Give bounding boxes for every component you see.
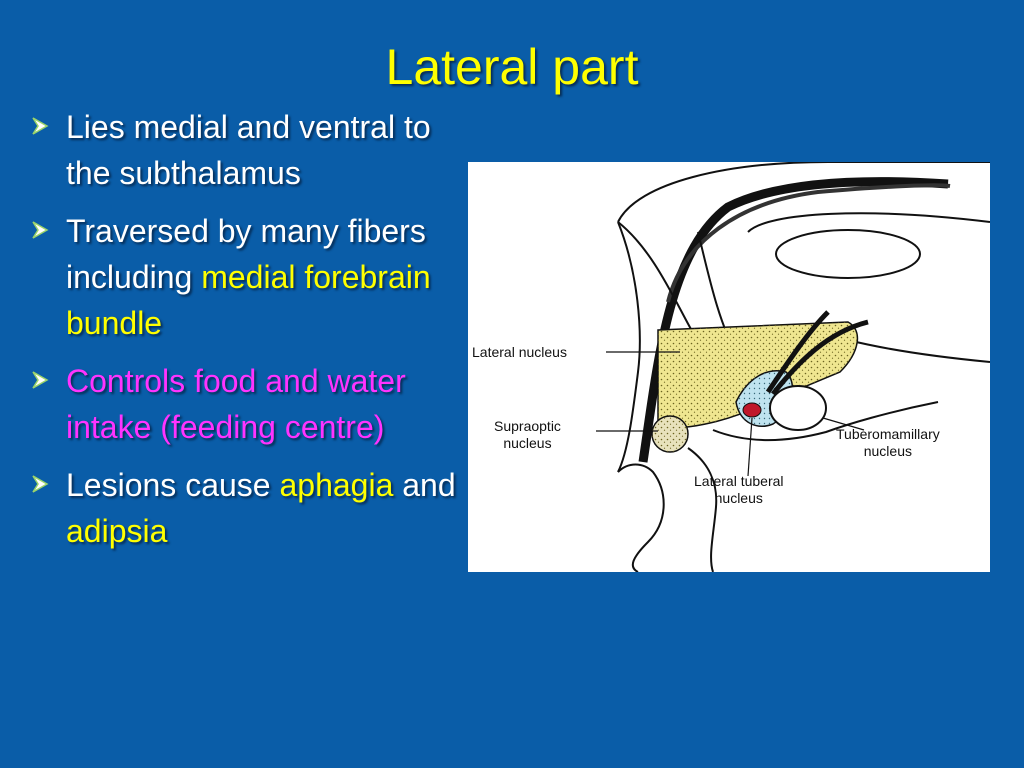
interthalamic-oval [775, 229, 921, 279]
bullet-item: Lesions cause aphagia and adipsia [28, 462, 468, 554]
bullet-item: Lies medial and ventral to the subthalam… [28, 104, 468, 196]
floor-outline [712, 401, 939, 441]
hypothalamus-diagram: Lateral nucleus Supraoptic nucleus Later… [468, 162, 990, 572]
arrow-bullet-icon [32, 371, 49, 389]
bullet-text: Lesions cause [66, 467, 280, 503]
bullet-text-feeding-centre: Controls food and water intake (feeding … [66, 363, 406, 445]
corpus-callosum-band [638, 177, 949, 463]
slide-title: Lateral part [385, 39, 639, 95]
infundibulum-outline [617, 447, 718, 572]
bullet-list: Lies medial and ventral to the subthalam… [28, 104, 468, 566]
fibre-bundle [765, 310, 869, 396]
bullet-highlight-aphagia: aphagia [279, 467, 394, 503]
lateral-tuberal-core [742, 402, 762, 418]
thalamus-outline [747, 212, 990, 363]
fornix-band [666, 183, 951, 303]
label-lateral-nucleus: Lateral nucleus [472, 344, 567, 360]
bullet-text: Lies medial and ventral to the subthalam… [66, 109, 431, 191]
bullet-highlight: medial forebrain bundle [66, 259, 431, 341]
bullet-text: and [393, 467, 456, 503]
label-lateral-tuberal-nucleus: Lateral tuberal nucleus [694, 473, 784, 506]
mamillary-body [769, 385, 827, 431]
arrow-bullet-icon [32, 475, 49, 493]
leader-tuberomamillary [822, 417, 865, 431]
leader-lateral-tuberal [747, 417, 753, 477]
bullet-item: Controls food and water intake (feeding … [28, 358, 468, 450]
bullet-highlight-adipsia: adipsia [66, 513, 168, 549]
bullet-item: Traversed by many fibers including media… [28, 208, 468, 346]
left-wall-outline [617, 221, 641, 473]
label-tuberomamillary-nucleus: Tuberomamillary nucleus [836, 426, 940, 459]
arrow-bullet-icon [32, 117, 49, 135]
bullet-text: Traversed by many fibers including [66, 213, 426, 295]
hypothalamus-drawing [596, 162, 990, 572]
label-supraoptic-nucleus: Supraoptic nucleus [494, 418, 561, 451]
cortex-outline [617, 162, 990, 223]
arrow-bullet-icon [32, 221, 49, 239]
